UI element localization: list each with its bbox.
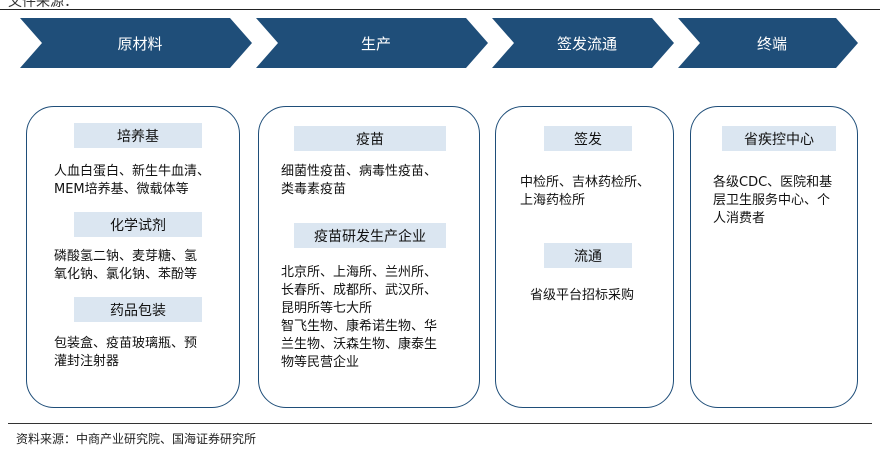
stage-label: 原材料 — [117, 34, 163, 53]
section-heading: 疫苗研发生产企业 — [294, 223, 446, 248]
section-heading: 疫苗 — [294, 126, 446, 151]
body-line: 人血白蛋白、新生牛血清、 — [54, 164, 211, 179]
footer-divider — [8, 423, 872, 424]
stage-label: 生产 — [360, 34, 391, 53]
section-body: 北京所、上海所、兰州所、 长春所、成都所、武汉所、 昆明所等七大所 智飞生物、康… — [281, 264, 475, 372]
body-line: 灌封注射器 — [54, 354, 120, 369]
body-line: 省级平台招标采购 — [530, 288, 635, 303]
header-fragment-text: 文件来源： — [8, 0, 78, 10]
body-line: 包装盒、疫苗玻璃瓶、预 — [54, 336, 198, 351]
stage-label: 签发流通 — [556, 34, 617, 53]
body-line: 磷酸氢二钠、麦芽糖、氢 — [54, 249, 198, 264]
body-line: 昆明所等七大所 — [281, 301, 373, 316]
section-body: 细菌性疫苗、病毒性疫苗、 类毒素疫苗 — [281, 163, 475, 199]
section-heading: 药品包装 — [74, 297, 202, 322]
section-body: 中检所、吉林药检所、 上海药检所 — [520, 174, 672, 210]
body-line: 长春所、成都所、武汉所、 — [281, 283, 438, 298]
stage-label: 终端 — [756, 34, 787, 53]
section-heading: 流通 — [544, 243, 632, 268]
body-line: 细菌性疫苗、病毒性疫苗、 — [281, 164, 438, 179]
section-heading: 化学试剂 — [74, 212, 202, 237]
section-heading: 签发 — [544, 126, 632, 151]
source-note: 资料来源：中商产业研究院、国海证券研究所 — [16, 432, 257, 446]
body-line: 上海药检所 — [520, 193, 586, 208]
body-line: 中检所、吉林药检所、 — [520, 175, 651, 190]
section-body: 省级平台招标采购 — [530, 287, 670, 305]
body-line: 北京所、上海所、兰州所、 — [281, 265, 438, 280]
stage-production-chevron: 生产 — [256, 18, 488, 68]
stage-distribution-chevron: 签发流通 — [492, 18, 674, 68]
section-heading: 培养基 — [74, 123, 202, 148]
body-line: MEM培养基、微载体等 — [54, 182, 189, 197]
body-line: 层卫生服务中心、个 — [713, 193, 831, 208]
body-line: 物等民营企业 — [281, 355, 360, 370]
section-body: 各级CDC、医院和基 层卫生服务中心、个 人消费者 — [713, 174, 853, 228]
body-line: 智飞生物、康希诺生物、华 — [281, 319, 438, 334]
body-line: 类毒素疫苗 — [281, 182, 347, 197]
terminal-panel — [690, 106, 858, 408]
header-fragment: 文件来源： — [0, 0, 880, 10]
body-line: 各级CDC、医院和基 — [713, 175, 833, 190]
body-line: 兰生物、沃森生物、康泰生 — [281, 337, 438, 352]
raw-materials-panel — [26, 106, 240, 408]
body-line: 氧化钠、氯化钠、苯酚等 — [54, 267, 198, 282]
section-body: 人血白蛋白、新生牛血清、 MEM培养基、微载体等 — [54, 163, 238, 199]
body-line: 人消费者 — [713, 211, 766, 226]
stage-terminal-chevron: 终端 — [678, 18, 858, 68]
section-body: 包装盒、疫苗玻璃瓶、预 灌封注射器 — [54, 335, 238, 371]
section-body: 磷酸氢二钠、麦芽糖、氢 氧化钠、氯化钠、苯酚等 — [54, 248, 238, 284]
production-panel — [258, 106, 480, 408]
section-heading: 省疾控中心 — [722, 126, 836, 151]
stage-raw-materials-chevron: 原材料 — [20, 18, 252, 68]
